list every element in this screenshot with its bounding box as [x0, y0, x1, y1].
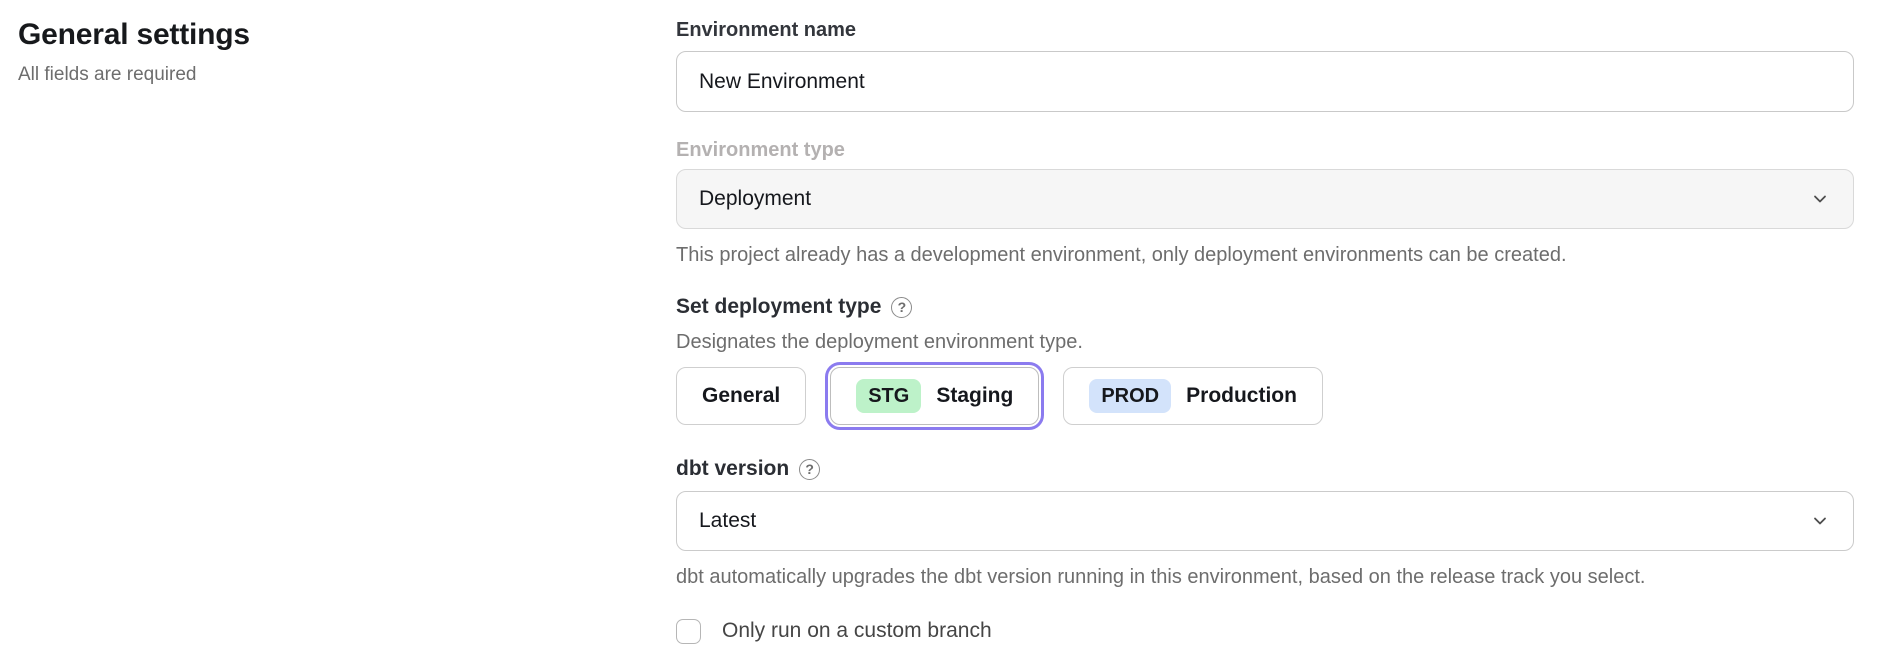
- help-icon[interactable]: ?: [799, 458, 821, 480]
- environment-type-value: Deployment: [699, 187, 812, 210]
- deployment-type-staging-label: Staging: [936, 384, 1014, 407]
- dbt-version-heading-text: dbt version: [676, 457, 790, 480]
- dbt-version-heading: dbt version ?: [676, 456, 1854, 482]
- custom-branch-label: Only run on a custom branch: [722, 619, 992, 642]
- deployment-type-heading: Set deployment type ?: [676, 294, 1854, 320]
- dbt-version-value: Latest: [699, 509, 757, 532]
- production-badge: PROD: [1089, 379, 1172, 413]
- custom-branch-row: Only run on a custom branch: [676, 618, 1854, 644]
- custom-branch-checkbox[interactable]: [676, 618, 701, 644]
- environment-name-label: Environment name: [676, 19, 857, 41]
- deployment-type-description: Designates the deployment environment ty…: [676, 331, 1083, 353]
- environment-type-select: Deployment: [676, 169, 1854, 229]
- deployment-type-options: General STG Staging PROD Production: [676, 362, 1854, 430]
- deployment-type-production-button[interactable]: PROD Production: [1063, 367, 1323, 425]
- page-subtitle: All fields are required: [18, 64, 197, 85]
- staging-badge: STG: [856, 379, 922, 413]
- environment-type-label: Environment type: [676, 139, 845, 161]
- page-title: General settings: [18, 18, 250, 51]
- environment-type-helper: This project already has a development e…: [676, 244, 1567, 266]
- deployment-type-heading-text: Set deployment type: [676, 295, 882, 318]
- deployment-type-staging-button[interactable]: STG Staging: [825, 362, 1045, 430]
- environment-settings-form: Environment name Environment type Deploy…: [676, 0, 1854, 644]
- chevron-down-icon: [1814, 195, 1826, 203]
- deployment-type-general-button[interactable]: General: [676, 367, 807, 425]
- dbt-version-helper: dbt automatically upgrades the dbt versi…: [676, 566, 1646, 588]
- environment-name-input[interactable]: [676, 51, 1854, 112]
- help-icon[interactable]: ?: [891, 296, 913, 318]
- deployment-type-general-label: General: [702, 384, 781, 407]
- settings-header: General settings All fields are required: [18, 16, 638, 87]
- dbt-version-select[interactable]: Latest: [676, 491, 1854, 551]
- chevron-down-icon: [1814, 517, 1826, 525]
- deployment-type-production-label: Production: [1186, 384, 1297, 407]
